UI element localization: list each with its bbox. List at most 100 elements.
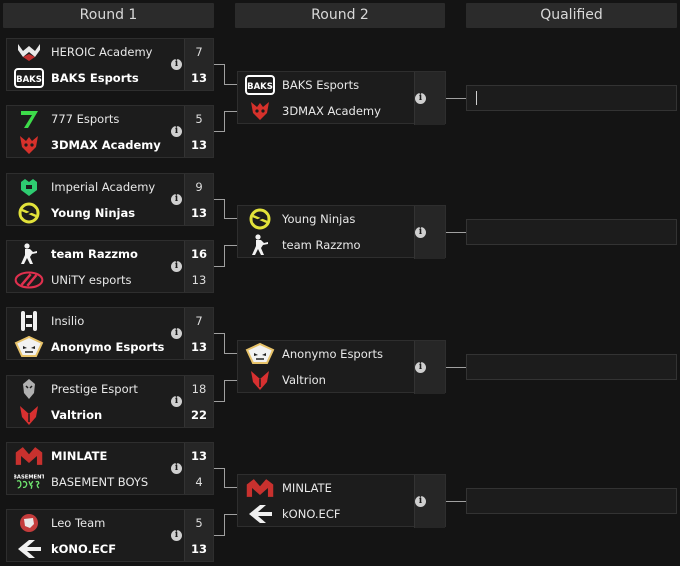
team-row[interactable]: Anonymo Esports bbox=[7, 334, 177, 360]
bracket-connector bbox=[446, 232, 466, 233]
3dmax-logo bbox=[245, 98, 275, 124]
team-name: UNiTY esports bbox=[51, 273, 132, 287]
team-score: 13 bbox=[190, 71, 207, 85]
info-icon[interactable]: i bbox=[171, 261, 182, 272]
razzmo-logo bbox=[14, 241, 44, 267]
team-name: Young Ninjas bbox=[51, 206, 136, 220]
bracket-connector bbox=[446, 367, 466, 368]
team-row[interactable]: Prestige Esport bbox=[7, 376, 177, 402]
team-row[interactable]: Insilio bbox=[7, 308, 177, 334]
unity-logo bbox=[14, 267, 44, 293]
info-icon[interactable]: i bbox=[415, 362, 426, 373]
bracket-connector bbox=[224, 380, 225, 402]
bracket-connector bbox=[224, 468, 225, 488]
info-icon[interactable]: i bbox=[415, 93, 426, 104]
anonymo-logo bbox=[14, 334, 44, 360]
team-row[interactable]: MINLATE bbox=[238, 475, 408, 501]
team-row[interactable]: MINLATE bbox=[7, 443, 177, 469]
team-row[interactable]: 3DMAX Academy bbox=[7, 132, 177, 158]
kono-logo bbox=[245, 501, 275, 527]
bracket-connector bbox=[224, 111, 225, 132]
minlate-logo bbox=[14, 443, 44, 469]
team-score: 18 bbox=[191, 382, 207, 396]
basement-logo: BASEMENT bbox=[14, 469, 44, 495]
team-row[interactable]: Imperial Academy bbox=[7, 174, 177, 200]
team-row[interactable]: team Razzmo bbox=[238, 232, 408, 258]
leo-logo bbox=[14, 510, 44, 536]
3dmax-logo bbox=[14, 132, 44, 158]
qualified-slot[interactable] bbox=[466, 85, 677, 111]
info-icon[interactable]: i bbox=[171, 194, 182, 205]
info-icon[interactable]: i bbox=[171, 59, 182, 70]
team-row[interactable]: 3DMAX Academy bbox=[238, 98, 408, 124]
team-name: Imperial Academy bbox=[51, 180, 156, 194]
bracket-connector bbox=[214, 333, 224, 334]
team-score: 13 bbox=[190, 138, 207, 152]
info-icon[interactable]: i bbox=[171, 126, 182, 137]
bracket-connector bbox=[224, 245, 225, 267]
team-row[interactable]: Young Ninjas bbox=[238, 206, 408, 232]
qualified-slot[interactable] bbox=[466, 354, 677, 380]
team-row[interactable]: HEROIC Academy bbox=[7, 39, 177, 65]
team-row[interactable]: Leo Team bbox=[7, 510, 177, 536]
text-caret bbox=[476, 91, 477, 105]
bracket-connector bbox=[214, 199, 224, 200]
svg-text:BASEMENT: BASEMENT bbox=[14, 474, 44, 480]
team-row[interactable]: Anonymo Esports bbox=[238, 341, 408, 367]
bracket-connector bbox=[446, 98, 466, 99]
bracket-connector bbox=[224, 245, 237, 246]
info-icon[interactable]: i bbox=[171, 328, 182, 339]
qualified-slot[interactable] bbox=[466, 219, 677, 245]
team-row[interactable]: team Razzmo bbox=[7, 241, 177, 267]
svg-text:BAKS: BAKS bbox=[16, 75, 42, 85]
info-icon[interactable]: i bbox=[171, 530, 182, 541]
svg-text:BAKS: BAKS bbox=[247, 82, 273, 92]
razzmo-logo bbox=[245, 232, 275, 258]
team-score: 4 bbox=[195, 475, 203, 489]
info-icon[interactable]: i bbox=[171, 463, 182, 474]
team-score: 5 bbox=[195, 516, 203, 530]
team-score: 13 bbox=[191, 273, 207, 287]
header-round1: Round 1 bbox=[3, 3, 214, 28]
team-row[interactable]: Valtrion bbox=[238, 367, 408, 393]
valtrion-logo bbox=[14, 402, 44, 428]
team-row[interactable]: 777 Esports bbox=[7, 106, 177, 132]
ninjas-logo bbox=[14, 200, 44, 226]
qualified-slot[interactable] bbox=[466, 488, 677, 514]
imperial-logo bbox=[14, 174, 44, 200]
info-icon[interactable]: i bbox=[415, 227, 426, 238]
bracket-connector bbox=[224, 514, 225, 536]
info-icon[interactable]: i bbox=[415, 496, 426, 507]
team-row[interactable]: kONO.ECF bbox=[7, 536, 177, 562]
team-row[interactable]: UNiTY esports bbox=[7, 267, 177, 293]
team-score: 13 bbox=[190, 340, 207, 354]
bracket-connector bbox=[214, 64, 224, 65]
info-icon[interactable]: i bbox=[171, 396, 182, 407]
team-row[interactable]: Young Ninjas bbox=[7, 200, 177, 226]
team-row[interactable]: Valtrion bbox=[7, 402, 177, 428]
team-name: Valtrion bbox=[282, 373, 326, 387]
bracket-connector bbox=[224, 333, 225, 354]
team-row[interactable]: kONO.ECF bbox=[238, 501, 408, 527]
